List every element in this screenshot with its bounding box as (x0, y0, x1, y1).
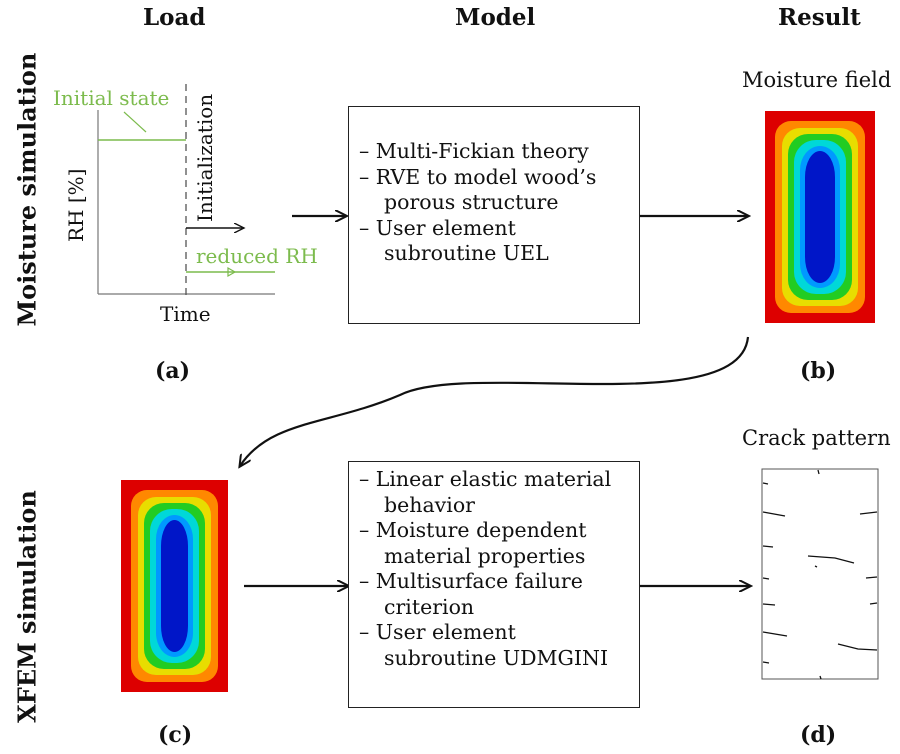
load-plot-x-label: Time (160, 302, 211, 326)
model-list-item-continuation: subroutine UEL (384, 241, 549, 265)
initial-state-pointer (123, 111, 147, 133)
subfigure-label-c: (c) (158, 722, 193, 748)
model-list-item-continuation: behavior (384, 492, 475, 517)
subfigure-label-d: (d) (800, 722, 837, 748)
model-list-item-continuation: porous structure (384, 190, 559, 214)
load-plot (97, 84, 275, 296)
crack-line (762, 577, 770, 580)
crack-line (819, 675, 822, 680)
crack-pattern-frame (761, 468, 879, 680)
crack-line (762, 631, 788, 637)
crack-line (814, 565, 818, 568)
crack-pattern-plot (761, 468, 879, 680)
model-list-item-continuation: criterion (384, 594, 475, 619)
model-list-item: – Multi-Fickian theory (359, 139, 589, 163)
curved-arrow-result-to-xfem (240, 336, 750, 466)
crack-line (762, 603, 776, 606)
model-list-item: – User element (359, 215, 516, 240)
subfigure-label-a: (a) (155, 358, 191, 384)
column-header-result: Result (778, 4, 861, 31)
crack-line (859, 511, 878, 515)
crack-line (807, 555, 855, 564)
initialization-label: Initialization (193, 93, 217, 222)
model-list-item: – RVE to model wood’s (359, 164, 597, 189)
model-box-moisture: – Multi-Fickian theory– RVE to model woo… (348, 106, 640, 324)
crack-line (869, 602, 878, 605)
crack-line (837, 643, 878, 651)
crack-line (865, 576, 878, 579)
column-header-model: Model (455, 4, 536, 31)
crack-line (817, 469, 820, 475)
subfigure-label-b: (b) (800, 358, 837, 384)
moisture-contour-band (161, 520, 188, 652)
reduced-rh-arrowhead (227, 266, 237, 278)
model-list-item: – Multisurface failure (359, 569, 583, 593)
moisture-field-label: Moisture field (742, 68, 892, 92)
model-list-item: – Moisture dependent (359, 518, 587, 542)
moisture-contour-band (805, 151, 835, 283)
crack-line (762, 661, 770, 664)
xfem-input-moisture-field (121, 480, 228, 692)
reduced-rh-label: reduced RH (196, 244, 318, 268)
model-list-item: – Linear elastic material (359, 467, 612, 491)
crack-line (762, 482, 769, 485)
model-list-item-continuation: material properties (384, 543, 586, 568)
crack-line (762, 511, 786, 517)
crack-pattern-label: Crack pattern (742, 426, 891, 450)
load-plot-y-label: RH [%] (64, 168, 88, 242)
model-list-item-continuation: subroutine UDMGINI (384, 645, 609, 670)
column-header-load: Load (143, 4, 206, 31)
initial-state-label: Initial state (53, 86, 170, 110)
crack-line (762, 545, 774, 548)
moisture-field-plot (765, 111, 875, 323)
model-list-item: – User element (359, 620, 516, 644)
